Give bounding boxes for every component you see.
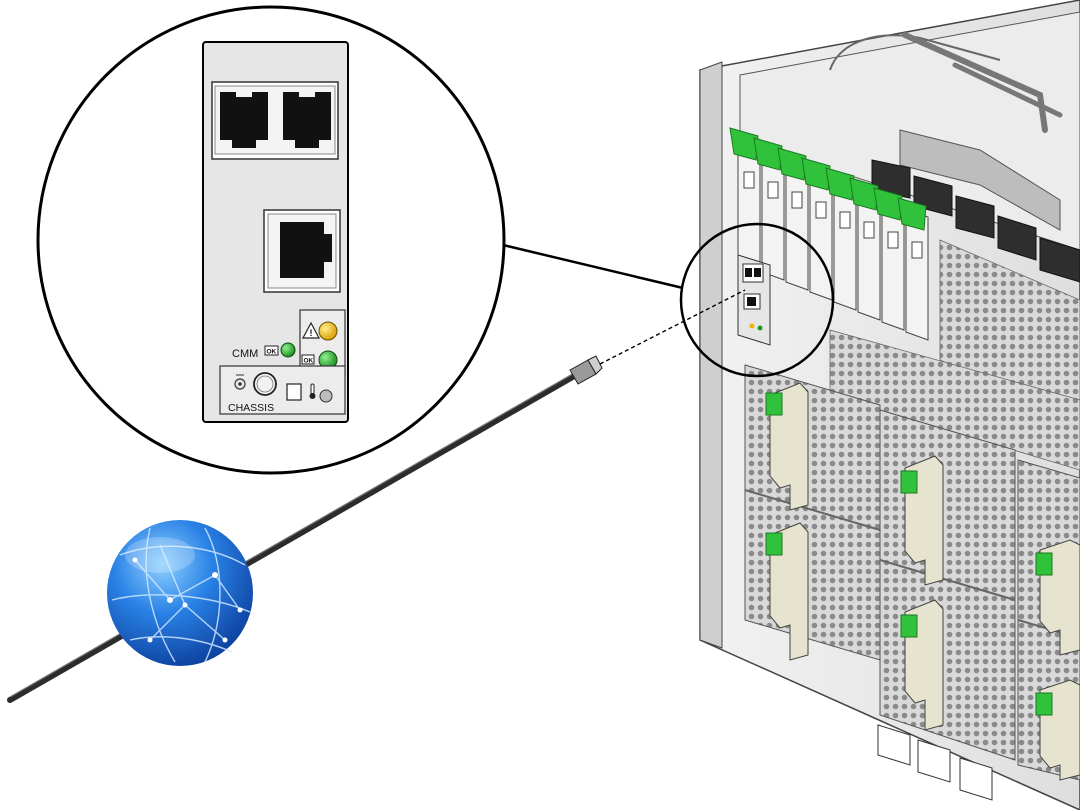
cmm-module-small xyxy=(737,254,771,346)
dual-ethernet-ports xyxy=(211,81,339,160)
bottom-slots xyxy=(877,724,993,801)
thermometer-icon xyxy=(309,383,316,399)
cmm-label: CMM xyxy=(232,348,258,360)
fan-handle xyxy=(900,599,944,731)
top-module-bay xyxy=(739,11,1080,251)
svg-text:!: ! xyxy=(310,328,313,338)
power-connectors xyxy=(871,159,1080,283)
network-cable xyxy=(7,289,746,703)
ok-badge-text: OK xyxy=(304,358,314,365)
locator-icon xyxy=(234,374,246,390)
callout-leader-line xyxy=(502,243,684,290)
fan-handle xyxy=(765,522,809,661)
cmm-callout: ! OK CMM OK CHASSIS xyxy=(36,5,506,475)
temp-led xyxy=(319,389,333,403)
service-led xyxy=(318,321,338,341)
callout-source-circle xyxy=(679,222,835,378)
fan-handle xyxy=(1035,539,1080,656)
warning-triangle-icon: ! xyxy=(302,321,320,339)
chassis-label: CHASSIS xyxy=(228,402,274,414)
ethernet-port xyxy=(263,209,341,293)
fan-handle xyxy=(1035,679,1080,781)
cmm-ok-badge-text: OK xyxy=(267,349,277,356)
globe-network-icon xyxy=(107,520,253,666)
fan-modules xyxy=(744,364,1080,781)
fan-handle xyxy=(765,382,809,511)
server-chassis xyxy=(679,0,1080,810)
cable-route-dashed xyxy=(599,289,746,365)
chassis-status-square xyxy=(286,383,302,401)
rj45-plug xyxy=(569,355,603,385)
network-module-cards xyxy=(729,127,929,341)
cmm-ok-led xyxy=(280,342,296,358)
fan-handle xyxy=(900,455,944,586)
